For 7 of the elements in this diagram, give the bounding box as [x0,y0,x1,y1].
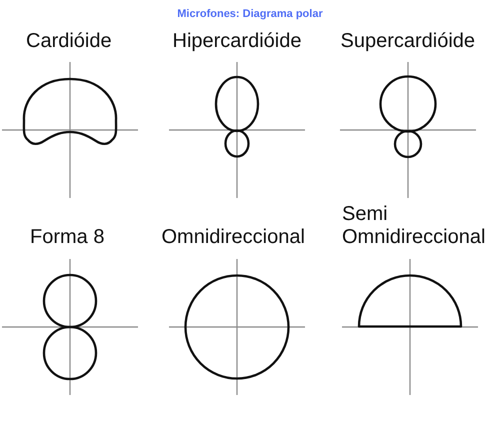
pattern-label: Supercardióide [340,30,476,53]
pattern-label: Hipercardióide [172,30,302,53]
pattern-label: Semi Omnidireccional [342,203,486,249]
pattern-label: Cardióide [26,30,112,53]
title-text: Microfones: Diagrama polar [177,8,323,20]
pattern-label: Forma 8 [30,226,104,249]
pattern-label: Omnidireccional [162,226,305,249]
